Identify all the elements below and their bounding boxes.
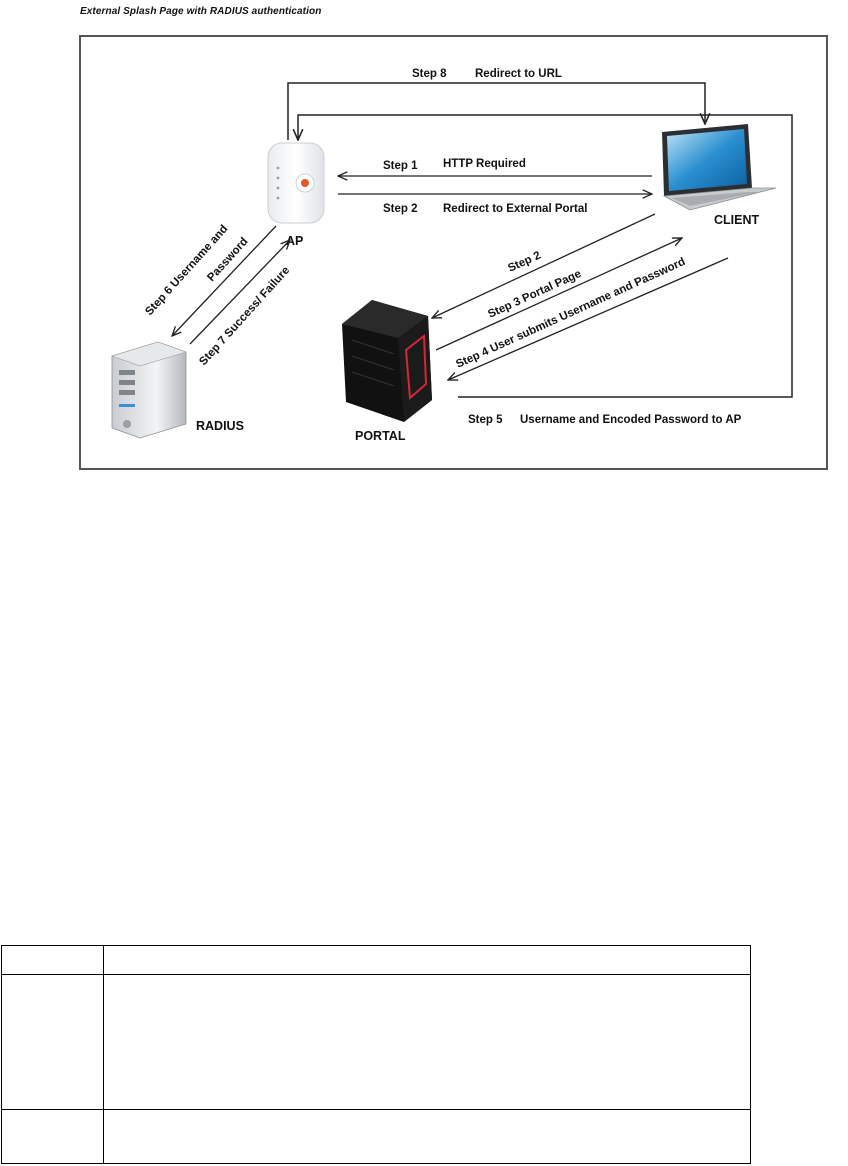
step2-ap-number: Step 2 [383, 203, 418, 215]
step2-portal-arrow [432, 213, 656, 318]
ap-device-icon [267, 142, 325, 224]
step4-arrow [448, 257, 729, 380]
table-cell [1, 1109, 104, 1164]
step7-arrow [189, 240, 290, 345]
empty-table [1, 945, 751, 1164]
step5-arrow [298, 114, 793, 398]
portal-label: PORTAL [355, 429, 406, 443]
step8-number: Step 8 [412, 68, 447, 80]
step5-number: Step 5 [468, 414, 503, 426]
radius-server-icon [111, 341, 187, 439]
step1-text: HTTP Required [443, 158, 526, 170]
radius-label: RADIUS [196, 419, 244, 433]
step1-number: Step 1 [383, 160, 418, 172]
client-label: CLIENT [714, 213, 760, 227]
step3-arrow [435, 238, 682, 351]
table-cell [1, 945, 104, 975]
step6-arrow [172, 225, 277, 336]
step2-ap-text: Redirect to External Portal [443, 203, 587, 215]
diagram-frame [79, 35, 828, 470]
client-laptop-icon [662, 124, 777, 211]
step5-text: Username and Encoded Password to AP [520, 414, 742, 426]
table-cell [103, 1109, 751, 1164]
radius-splash-diagram: AP CLIENT RADIUS PORTAL Step 8 Redirect … [79, 35, 828, 470]
portal-server-icon [342, 300, 432, 422]
table-row [1, 974, 751, 1110]
table-cell [103, 974, 751, 1110]
table-cell [1, 974, 104, 1110]
step8-arrow [287, 82, 705, 140]
diagram-caption: External Splash Page with RADIUS authent… [80, 6, 322, 17]
table-row [1, 1109, 751, 1164]
step8-text: Redirect to URL [475, 68, 562, 80]
table-header-row [1, 945, 751, 975]
table-cell [103, 945, 751, 975]
